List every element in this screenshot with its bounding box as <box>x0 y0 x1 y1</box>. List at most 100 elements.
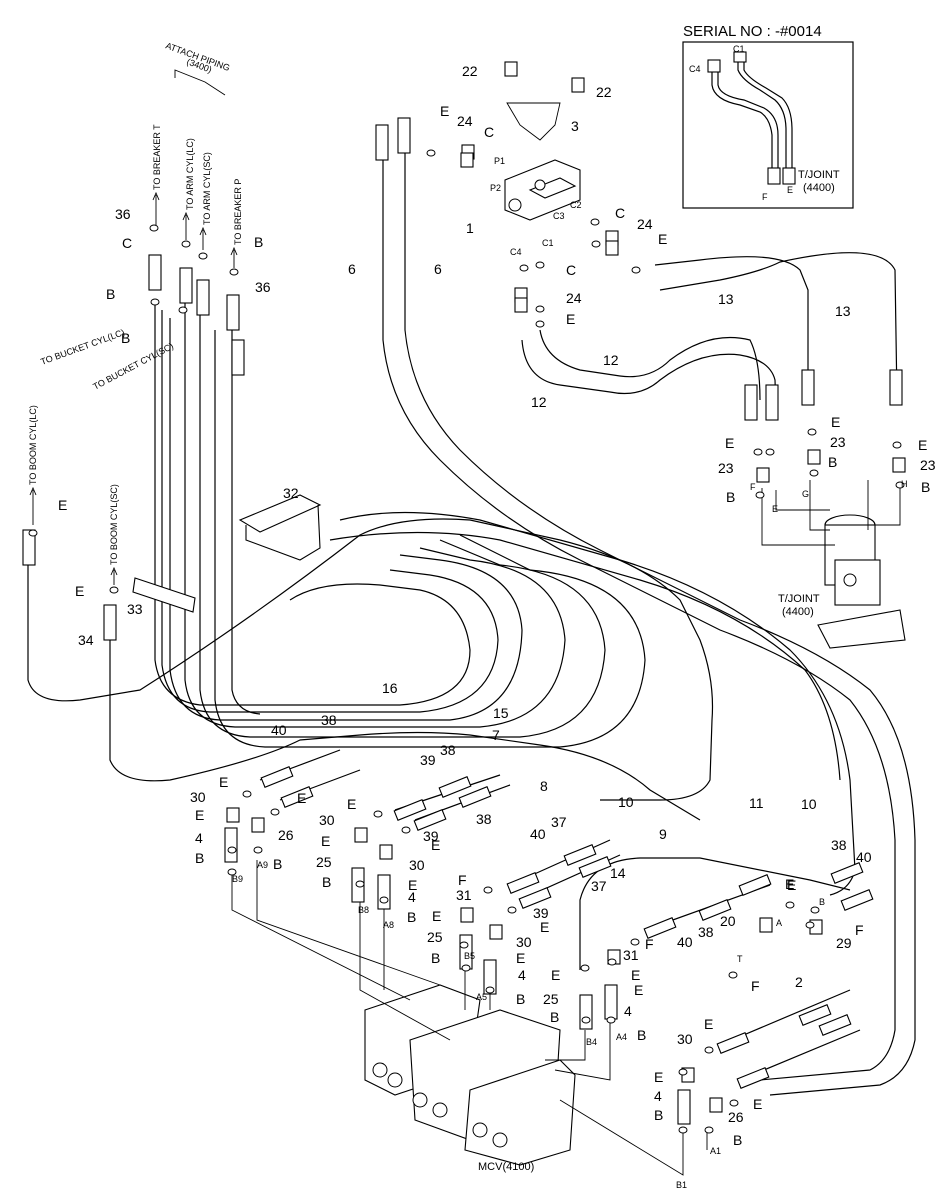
hose-end <box>765 384 779 421</box>
callout-cBp: B <box>733 1132 742 1148</box>
hose-end <box>231 339 245 376</box>
to-boom-cyl-lc: TO BOOM CYL(LC) <box>28 405 38 485</box>
o-ring <box>519 264 529 272</box>
callout-c4d: 4 <box>624 1003 632 1019</box>
callout-cE11: E <box>195 807 204 823</box>
fitting <box>759 917 773 933</box>
hose-end-angled <box>643 917 677 939</box>
hose-end-angled <box>280 786 314 808</box>
port-b: B <box>819 897 825 907</box>
port-e: E <box>772 504 778 514</box>
callout-cE10: E <box>297 790 306 806</box>
callout-c30a: 30 <box>190 789 206 805</box>
to-breaker-p: TO BREAKER P <box>233 179 243 245</box>
callout-cE26: E <box>785 876 794 892</box>
callout-c29: 29 <box>836 935 852 951</box>
adapter <box>224 827 238 863</box>
hose-end <box>196 279 210 316</box>
callout-c7: 7 <box>492 727 500 743</box>
port-b5: B5 <box>464 951 475 961</box>
callout-cE7: E <box>58 497 67 513</box>
to-arm-cyl-sc: TO ARM CYL(SC) <box>202 152 212 225</box>
o-ring <box>253 846 263 854</box>
callout-c38d: 38 <box>831 837 847 853</box>
fitting <box>460 152 474 168</box>
o-ring <box>355 880 365 888</box>
callout-cF3: F <box>855 922 864 938</box>
callout-c13a: 13 <box>718 291 734 307</box>
o-ring <box>809 469 819 477</box>
fitting <box>251 817 265 833</box>
fitting <box>226 807 240 823</box>
fitting <box>379 844 393 860</box>
callout-c11: 11 <box>749 795 764 811</box>
o-ring <box>704 1126 714 1134</box>
callout-c40c: 40 <box>856 849 872 865</box>
fitting <box>756 467 770 483</box>
o-ring <box>535 320 545 328</box>
callout-c30d: 30 <box>516 934 532 950</box>
inset-tjoint: T/JOINT <box>798 169 840 181</box>
hose-end-angled <box>798 1004 832 1026</box>
port-a8: A8 <box>383 920 394 930</box>
callout-c4b: 4 <box>408 889 416 905</box>
callout-cE17: E <box>432 908 441 924</box>
port-a5: A5 <box>476 992 487 1002</box>
hose-end-angled <box>840 889 874 911</box>
hose-end-angled <box>830 862 864 884</box>
o-ring <box>401 826 411 834</box>
callout-c13b: 13 <box>835 303 851 319</box>
callout-cBm: B <box>550 1009 559 1025</box>
callout-cE12: E <box>347 796 356 812</box>
callout-c25b: 25 <box>427 929 443 945</box>
callout-c25c: 25 <box>543 991 559 1007</box>
callout-cE3: E <box>566 311 575 327</box>
callout-cE16: E <box>787 877 796 893</box>
o-ring <box>630 938 640 946</box>
callout-c2: 2 <box>795 974 803 990</box>
callout-c36a: 36 <box>115 206 131 222</box>
fitting <box>354 827 368 843</box>
callout-cE4: E <box>831 414 840 430</box>
callout-c25a: 25 <box>316 854 332 870</box>
support-plate <box>132 577 196 613</box>
o-ring <box>631 266 641 274</box>
manifold-block <box>504 102 581 221</box>
callout-cE24: E <box>654 1069 663 1085</box>
fitting <box>605 240 619 256</box>
hose-end <box>22 529 36 566</box>
hose-end-angled <box>518 887 552 909</box>
o-ring <box>810 906 820 914</box>
callout-cE1: E <box>440 103 449 119</box>
port-c3: C3 <box>553 211 565 221</box>
callout-cBk: B <box>431 950 440 966</box>
callout-c31a: 31 <box>456 887 472 903</box>
callout-c26a: 26 <box>278 827 294 843</box>
callout-c36b: 36 <box>255 279 271 295</box>
o-ring <box>678 1126 688 1134</box>
adapter <box>579 994 593 1030</box>
hose-end-angled <box>818 1014 852 1036</box>
inset-port-e: E <box>787 185 793 195</box>
o-ring <box>109 586 119 594</box>
inset-tjoint-code: (4400) <box>803 182 835 194</box>
o-ring <box>426 149 436 157</box>
callout-cC2: C <box>615 205 625 221</box>
callout-cBa: B <box>254 234 263 250</box>
hose-end-angled <box>506 872 540 894</box>
o-ring <box>461 964 471 972</box>
fitting <box>504 61 518 77</box>
port-t: T <box>737 954 743 964</box>
callout-c30e: 30 <box>677 1031 693 1047</box>
callout-c20: 20 <box>720 913 736 929</box>
port-c2: C2 <box>570 200 582 210</box>
callout-c39c: 39 <box>533 905 549 921</box>
callout-cE18: E <box>540 919 549 935</box>
o-ring <box>590 218 600 226</box>
port-g: G <box>802 489 809 499</box>
callout-c6b: 6 <box>434 261 442 277</box>
mcv-valve: MCV(4100) <box>231 860 708 1176</box>
callout-c40b: 40 <box>530 826 546 842</box>
